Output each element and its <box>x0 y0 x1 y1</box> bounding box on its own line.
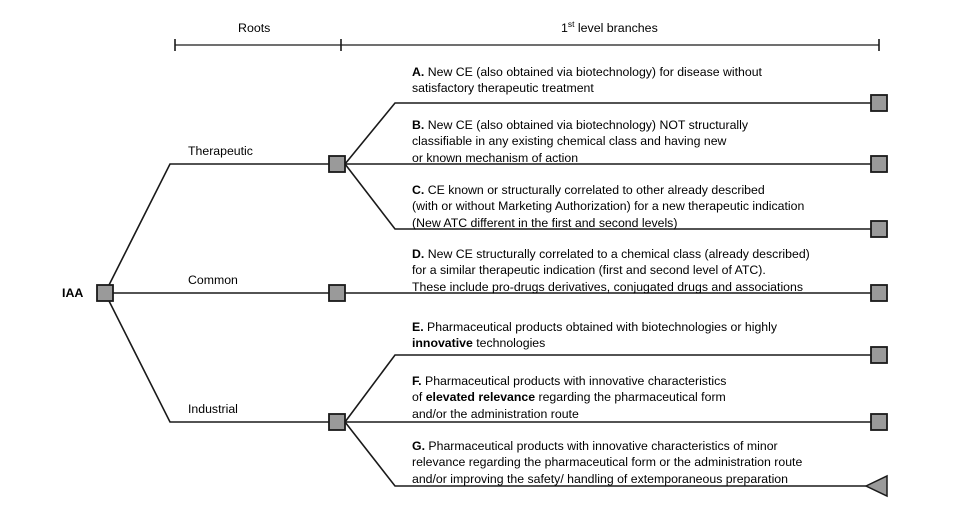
ruler-label-number: 1 <box>561 21 568 35</box>
edge-label-industrial: Industrial <box>188 402 238 416</box>
leaf-text-line: E. Pharmaceutical products obtained with… <box>412 319 777 335</box>
leaf-text-line: These include pro-drugs derivatives, con… <box>412 279 810 295</box>
leaf-text-emphasis: F. <box>412 374 422 388</box>
node-root-iaa[interactable] <box>96 284 114 302</box>
leaf-text-run: Pharmaceutical products with innovative … <box>424 439 778 453</box>
leaf-text-run: New CE (also obtained via biotechnology)… <box>424 118 749 132</box>
leaf-text-run: Pharmaceutical products with innovative … <box>421 374 727 388</box>
leaf-text-line: G. Pharmaceutical products with innovati… <box>412 438 802 454</box>
node-internal-therapeutic[interactable] <box>328 155 346 173</box>
edge-label-therapeutic: Therapeutic <box>188 144 253 158</box>
edge-label-common: Common <box>188 273 238 287</box>
leaf-text-line: C. CE known or structurally correlated t… <box>412 182 804 198</box>
root-label-iaa: IAA <box>62 286 84 300</box>
node-terminal-E[interactable] <box>870 346 888 364</box>
leaf-text-C: C. CE known or structurally correlated t… <box>412 182 804 231</box>
leaf-text-run: of <box>412 390 426 405</box>
leaf-text-run: for a similar therapeutic indication (fi… <box>412 263 766 278</box>
leaf-text-line: classifiable in any existing chemical cl… <box>412 133 748 149</box>
leaf-text-emphasis: E. <box>412 320 424 334</box>
leaf-text-line: of elevated relevance regarding the phar… <box>412 389 726 405</box>
edge-path-therapeutic <box>104 163 329 294</box>
ruler-label-first-level-branches: 1st level branches <box>561 18 658 35</box>
node-terminal-G-arrow[interactable] <box>864 474 888 498</box>
ruler-label-rest: level branches <box>574 21 658 35</box>
leaf-text-line: B. New CE (also obtained via biotechnolo… <box>412 117 748 133</box>
ruler-label-ordinal-suffix: st <box>567 18 575 29</box>
leaf-text-run: Pharmaceutical products obtained with bi… <box>423 320 778 334</box>
leaf-text-G: G. Pharmaceutical products with innovati… <box>412 438 802 487</box>
edge-path-leaf-A <box>344 102 871 165</box>
leaf-text-emphasis: C. <box>412 183 425 197</box>
leaf-text-line: (New ATC different in the first and seco… <box>412 215 804 231</box>
leaf-text-D: D. New CE structurally correlated to a c… <box>412 246 810 295</box>
leaf-text-emphasis: elevated relevance <box>425 390 536 405</box>
leaf-text-line: (with or without Marketing Authorization… <box>412 198 804 214</box>
leaf-text-run: New CE (also obtained via biotechnology)… <box>424 65 762 79</box>
leaf-text-A: A. New CE (also obtained via biotechnolo… <box>412 64 762 97</box>
edge-path-leaf-C <box>344 163 871 230</box>
node-terminal-A[interactable] <box>870 94 888 112</box>
leaf-text-run: and/or the administration route <box>412 406 579 421</box>
leaf-text-run: or known mechanism of action <box>412 150 579 165</box>
leaf-text-run: satisfactory therapeutic treatment <box>412 81 594 96</box>
leaf-text-line: A. New CE (also obtained via biotechnolo… <box>412 64 762 80</box>
edge-path-leaf-G <box>344 421 866 487</box>
leaf-text-line: for a similar therapeutic indication (fi… <box>412 262 810 278</box>
node-terminal-F[interactable] <box>870 413 888 431</box>
leaf-text-line: and/or the administration route <box>412 406 726 422</box>
leaf-text-line: relevance regarding the pharmaceutical f… <box>412 454 802 470</box>
ruler-label-roots: Roots <box>238 21 271 35</box>
node-internal-industrial[interactable] <box>328 413 346 431</box>
leaf-text-line: satisfactory therapeutic treatment <box>412 80 762 96</box>
leaf-text-emphasis: innovative <box>412 336 473 351</box>
leaf-text-run: CE known or structurally correlated to o… <box>424 183 765 197</box>
leaf-text-line: and/or improving the safety/ handling of… <box>412 471 802 487</box>
node-internal-common[interactable] <box>328 284 346 302</box>
leaf-text-run: These include pro-drugs derivatives, con… <box>412 279 803 294</box>
leaf-text-run: (with or without Marketing Authorization… <box>412 199 805 214</box>
leaf-text-run: regarding the pharmaceutical form <box>535 390 726 405</box>
edge-path-industrial <box>104 292 329 423</box>
leaf-text-line: D. New CE structurally correlated to a c… <box>412 246 810 262</box>
leaf-text-emphasis: B. <box>412 118 425 132</box>
leaf-text-run: technologies <box>472 336 546 351</box>
leaf-text-B: B. New CE (also obtained via biotechnolo… <box>412 117 748 166</box>
leaf-text-emphasis: G. <box>412 439 425 453</box>
leaf-text-emphasis: D. <box>412 247 425 261</box>
leaf-text-run: and/or improving the safety/ handling of… <box>412 471 788 486</box>
leaf-text-run: (New ATC different in the first and seco… <box>412 215 678 230</box>
leaf-text-line: F. Pharmaceutical products with innovati… <box>412 373 726 389</box>
root-edges <box>104 163 329 423</box>
leaf-text-line: or known mechanism of action <box>412 150 748 166</box>
leaf-text-emphasis: A. <box>412 65 425 79</box>
node-terminal-B[interactable] <box>870 155 888 173</box>
leaf-text-run: classifiable in any existing chemical cl… <box>412 134 727 149</box>
leaf-text-run: New CE structurally correlated to a chem… <box>424 247 810 261</box>
leaf-text-line: innovative technologies <box>412 335 777 351</box>
node-terminal-C[interactable] <box>870 220 888 238</box>
scale-ruler <box>174 39 880 51</box>
leaf-text-run: relevance regarding the pharmaceutical f… <box>412 455 803 470</box>
node-terminal-D[interactable] <box>870 284 888 302</box>
edge-path-leaf-E <box>344 354 871 423</box>
branch-edges-therapeutic <box>344 102 871 230</box>
leaf-text-F: F. Pharmaceutical products with innovati… <box>412 373 726 422</box>
leaf-text-E: E. Pharmaceutical products obtained with… <box>412 319 777 352</box>
branch-edges-industrial <box>344 354 871 487</box>
